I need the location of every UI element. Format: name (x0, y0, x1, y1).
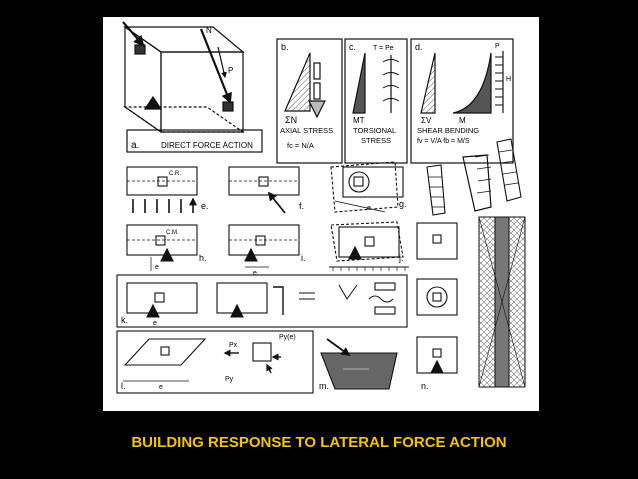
panel-a-p-label: P (228, 66, 233, 75)
panel-d-h: H (506, 76, 511, 83)
braced-tower (478, 216, 526, 388)
panel-i-e: e (253, 270, 257, 277)
panel-c-top: T = Pe (373, 45, 394, 52)
panel-b-formula: fc = N/A (287, 141, 314, 150)
panel-h-letter: h. (199, 253, 207, 263)
panel-e-letter: e. (201, 201, 209, 211)
panel-b (276, 38, 343, 164)
panel-d (410, 38, 514, 212)
panel-f (228, 166, 300, 214)
panel-m (320, 338, 398, 390)
panel-b-sym: ΣN (285, 115, 297, 125)
panel-m-letter: m. (319, 381, 329, 391)
panel-k (116, 274, 408, 328)
diagram-svg: a. DIRECT FORCE ACTION N P b. ΣN AXIAL S… (116, 21, 526, 394)
panel-c-letter: c. (349, 42, 356, 52)
diagram-figure: a. DIRECT FORCE ACTION N P b. ΣN AXIAL S… (103, 17, 539, 411)
panel-d-p: P (495, 43, 500, 50)
panel-k-e: e (153, 320, 157, 327)
panel-i-letter: i. (301, 253, 306, 263)
panel-d-v: ΣV (421, 116, 432, 125)
panel-l (116, 330, 314, 394)
panel-j (329, 221, 409, 271)
panel-e (126, 166, 197, 213)
panel-n-letter: n. (421, 381, 429, 391)
panel-h-e: e (155, 264, 159, 271)
panel-l-letter: l. (121, 381, 126, 391)
panel-j-letter: j. (398, 253, 404, 263)
panel-c-sym: MT (353, 116, 365, 125)
panel-a (122, 21, 263, 153)
panel-k-letter: k. (121, 315, 128, 325)
panel-a-title: DIRECT FORCE ACTION (161, 141, 253, 150)
panel-f-letter: f. (299, 201, 304, 211)
panel-d-m: M (459, 116, 466, 125)
panel-h (126, 224, 198, 271)
panel-h-cm: C.M. (166, 230, 179, 236)
panel-l-px: Px (229, 342, 238, 349)
panel-d-letter: d. (415, 42, 423, 52)
panel-n (416, 222, 458, 374)
deflected-towers (426, 138, 522, 216)
panel-d-formula: fv = V/A fb = M/S (417, 138, 470, 145)
panel-i (228, 224, 300, 268)
panel-a-n-label: N (206, 26, 212, 35)
panel-g-letter: g. (399, 199, 407, 209)
panel-d-title: SHEAR BENDING (417, 126, 479, 135)
panel-b-title: AXIAL STRESS (280, 126, 333, 135)
panel-l-pye: Py(e) (279, 334, 296, 341)
panel-e-cr: C.R. (169, 171, 181, 177)
panel-g-e: e (367, 205, 371, 212)
panel-c-title1: TORSIONAL (353, 126, 396, 135)
panel-g (330, 161, 404, 213)
figure-caption: BUILDING RESPONSE TO LATERAL FORCE ACTIO… (131, 434, 507, 451)
panel-l-e: e (159, 384, 163, 391)
panel-c-title2: STRESS (361, 136, 391, 145)
panel-b-letter: b. (281, 42, 289, 52)
panel-a-letter: a. (131, 140, 139, 151)
panel-l-py: Py (225, 376, 234, 383)
